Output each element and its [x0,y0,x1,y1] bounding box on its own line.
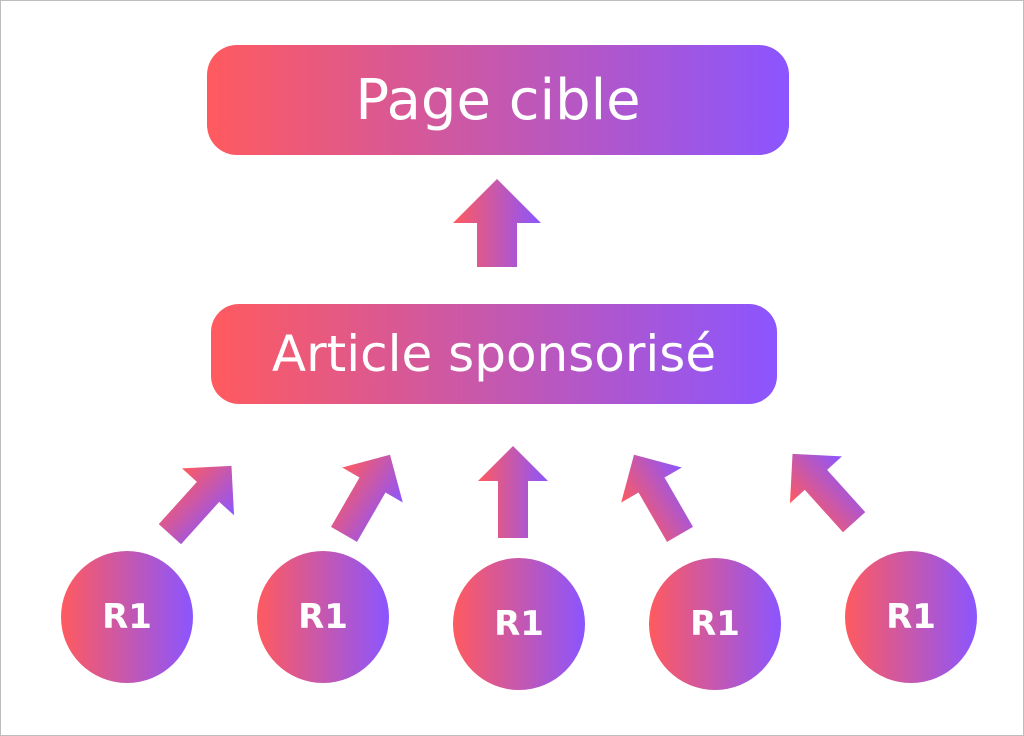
source-node-label: R1 [102,597,152,637]
source-node: R1 [61,551,193,683]
source-node: R1 [649,558,781,690]
source-node-label: R1 [690,604,740,644]
arrow-up-right-icon [331,454,403,542]
sponsored-article-box: Article sponsorisé [211,304,777,404]
target-page-box: Page cible [207,45,789,155]
source-node-label: R1 [298,597,348,637]
arrow-up-right-icon [158,465,235,545]
arrow-up-icon [453,179,541,267]
source-node: R1 [257,551,389,683]
arrow-up-icon [478,446,548,538]
source-node: R1 [845,551,977,683]
target-page-label: Page cible [355,67,641,133]
source-node-label: R1 [886,597,936,637]
arrow-up-left-icon [789,453,866,533]
sponsored-article-label: Article sponsorisé [271,325,717,383]
source-node-label: R1 [494,604,544,644]
arrow-up-left-icon [621,454,693,542]
source-node: R1 [453,558,585,690]
